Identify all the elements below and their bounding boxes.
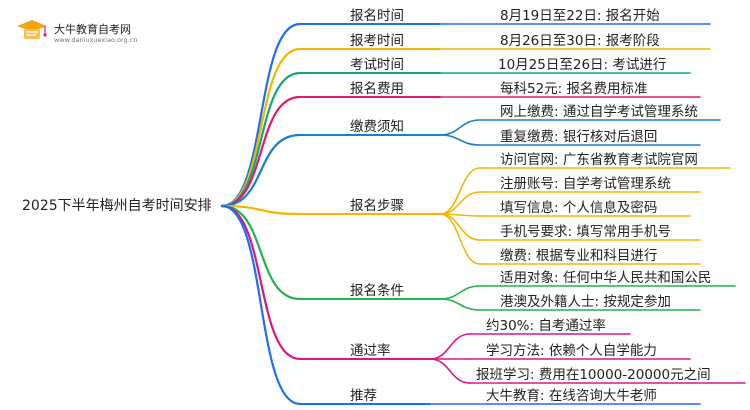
leaf-text: 10月25日至26日: 考试进行 [498,57,667,73]
leaf-text: 8月26日至30日: 报考阶段 [500,33,660,49]
branch-exam-time: 考试时间 [350,57,404,73]
leaf-text: 手机号要求: 填写常用手机号 [500,224,671,240]
leaf-text: 港澳及外籍人士: 按规定参加 [500,294,671,310]
logo-title: 大牛教育自考网 [54,23,131,36]
leaf-text: 网上缴费: 通过自学考试管理系统 [500,104,698,120]
branch-conditions: 报名条件 [350,283,404,299]
leaf-text: 大牛教育: 在线咨询大牛老师 [486,388,657,404]
leaf-text: 约30%: 自考通过率 [486,318,606,334]
branch-pass-rate: 通过率 [350,343,391,359]
graduation-book-icon [17,20,47,39]
leaf-text: 每科52元: 报名费用标准 [500,81,648,97]
leaf-text: 适用对象: 任何中华人民共和国公民 [500,270,712,286]
branch-registration-time: 报名时间 [350,8,404,24]
logo-url: www.daniuxuexiao.org.cn [54,36,138,44]
branch-fee: 报名费用 [350,81,404,97]
leaf-text: 8月19日至22日: 报名开始 [500,8,660,24]
leaf-text: 学习方法: 依赖个人自学能力 [486,343,657,359]
site-logo[interactable]: 大牛教育自考网 www.daniuxuexiao.org.cn [14,18,138,52]
leaf-text: 注册账号: 自学考试管理系统 [500,176,671,192]
leaf-text: 报班学习: 费用在10000-20000元之间 [476,367,711,383]
branch-payment-notes: 缴费须知 [350,119,404,135]
leaf-text: 填写信息: 个人信息及密码 [500,200,658,216]
root-topic: 2025下半年梅州自考时间安排 [22,198,212,214]
branch-apply-time: 报考时间 [350,33,404,49]
leaf-text: 访问官网: 广东省教育考试院官网 [500,152,698,168]
branch-recommend: 推荐 [350,388,377,404]
leaf-text: 重复缴费: 银行核对后退回 [500,129,658,145]
branch-steps: 报名步骤 [350,198,404,214]
leaf-text: 缴费: 根据专业和科目进行 [500,248,658,264]
